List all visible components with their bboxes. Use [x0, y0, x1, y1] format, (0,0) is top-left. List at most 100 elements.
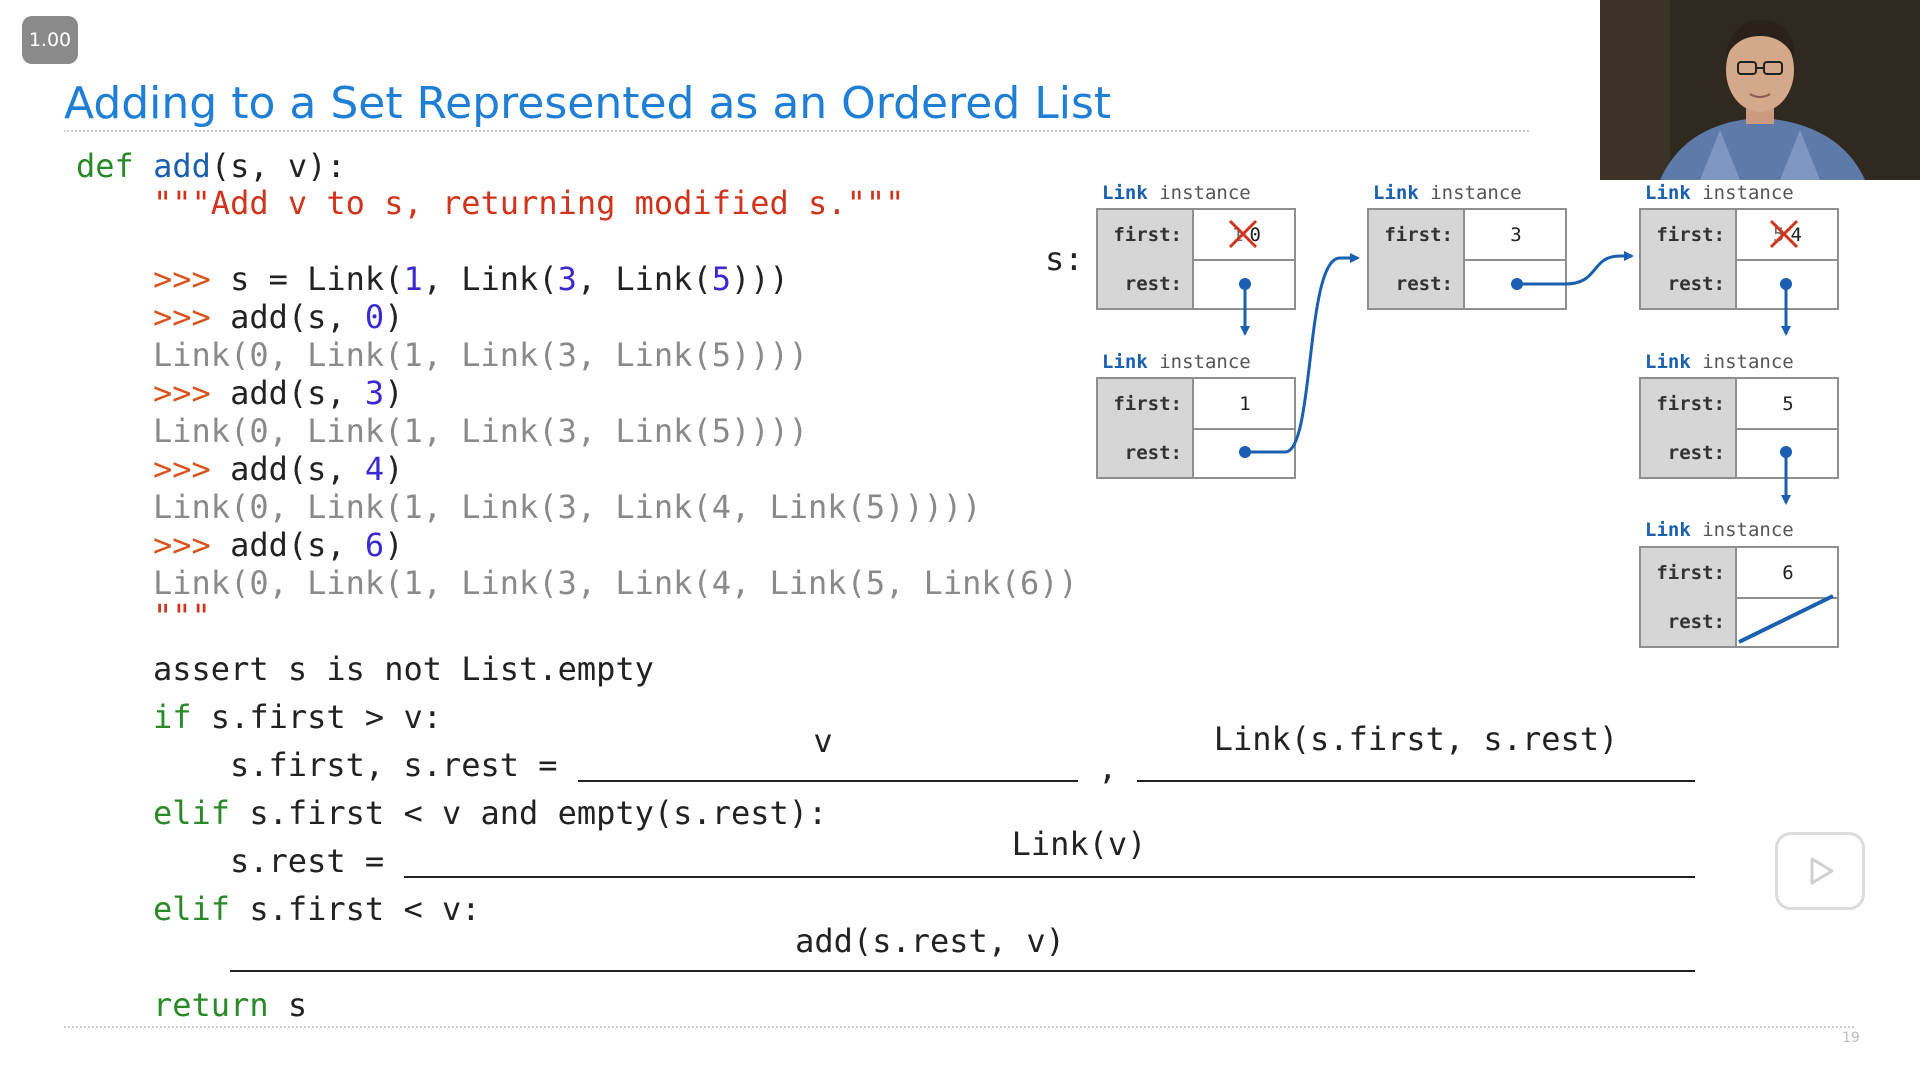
caption-word: instance: [1430, 182, 1522, 204]
rest-label: rest:: [1641, 259, 1737, 308]
answer-3: Link(v): [1011, 825, 1147, 863]
keyword-elif: elif: [153, 794, 231, 832]
rest-label: rest:: [1369, 259, 1465, 308]
first-label: first:: [1641, 379, 1737, 428]
first-label: first:: [1641, 548, 1737, 597]
keyword-elif: elif: [153, 890, 231, 928]
doctest-line-2: >>> add(s, 0): [153, 301, 403, 333]
variable-s-label: s:: [1045, 240, 1084, 278]
code-line-def: def add(s, v):: [76, 150, 346, 182]
first-label: first:: [1369, 210, 1465, 259]
caption-word: instance: [1159, 182, 1251, 204]
caption-class: Link: [1645, 351, 1691, 373]
caption-word: instance: [1159, 351, 1251, 373]
link-caption-0: Link instance: [1102, 182, 1251, 204]
caption-word: instance: [1702, 182, 1794, 204]
code-if: if s.first > v:: [153, 701, 442, 733]
code-docstring: """Add v to s, returning modified s.""": [153, 184, 905, 222]
doctest-output-3: Link(0, Link(1, Link(3, Link(5)))): [153, 412, 809, 450]
old-value: 5: [1773, 223, 1785, 246]
code-assign-1: s.first, s.rest =: [230, 746, 558, 784]
playback-speed-badge[interactable]: 1.00: [22, 16, 78, 64]
code-text: s = Link(: [210, 260, 404, 298]
caption-class: Link: [1645, 182, 1691, 204]
first-value: 1: [1239, 392, 1251, 415]
doctest-line-5: >>> add(s, 6): [153, 529, 403, 561]
link-caption-4: Link instance: [1645, 351, 1794, 373]
code-text: ): [384, 298, 404, 336]
caption-class: Link: [1645, 519, 1691, 541]
first-label: first:: [1641, 210, 1737, 259]
code-number: 5: [711, 260, 731, 298]
slide-page-number: 19: [1842, 1030, 1860, 1046]
keyword-return: return: [153, 986, 269, 1024]
answer-4: add(s.rest, v): [795, 922, 1065, 960]
doctest-output-5: Link(0, Link(1, Link(3, Link(4, Link(5, …: [153, 564, 1078, 602]
answer-2: Link(s.first, s.rest): [1213, 720, 1619, 758]
caption-class: Link: [1102, 182, 1148, 204]
blank-2: [1137, 780, 1695, 782]
doctest-output-4: Link(0, Link(1, Link(3, Link(4, Link(5))…: [153, 488, 982, 526]
doctest-output-2: Link(0, Link(1, Link(3, Link(5)))): [153, 336, 809, 374]
doctest-line-3: >>> add(s, 3): [153, 377, 403, 409]
code-assign-2: s.rest =: [230, 842, 385, 880]
old-value: 1: [1232, 223, 1244, 246]
caption-class: Link: [1373, 182, 1419, 204]
code-number: 3: [557, 260, 577, 298]
keyword-def: def: [76, 147, 134, 185]
first-value: 5: [1782, 392, 1794, 415]
code-number: 3: [364, 374, 385, 412]
code-elif-2: elif s.first < v:: [153, 893, 481, 925]
code-text: ): [384, 526, 404, 564]
doctest-line-4: >>> add(s, 4): [153, 453, 403, 485]
rest-label: rest:: [1098, 428, 1194, 477]
code-number: 6: [364, 526, 385, 564]
function-params: (s, v):: [210, 147, 346, 185]
blank-3: [404, 876, 1695, 878]
code-text: add(s,: [210, 298, 365, 336]
play-button[interactable]: [1775, 832, 1865, 910]
first-value: 3: [1510, 223, 1522, 246]
doctest-prompt: >>>: [153, 260, 211, 298]
docstring-end: """: [153, 597, 211, 635]
code-text: s: [268, 986, 308, 1024]
code-number: 0: [364, 298, 385, 336]
link-caption-1: Link instance: [1102, 351, 1251, 373]
code-text: , Link(: [576, 260, 712, 298]
link-caption-5: Link instance: [1645, 519, 1794, 541]
code-text: ): [384, 374, 404, 412]
code-text: s.first < v and empty(s.rest):: [230, 794, 828, 832]
code-text: s.first > v:: [191, 698, 442, 736]
presenter-webcam: [1600, 0, 1920, 180]
code-elif-1: elif s.first < v and empty(s.rest):: [153, 797, 827, 829]
new-value: 4: [1790, 223, 1802, 246]
rest-label: rest:: [1641, 597, 1737, 646]
code-text: , Link(: [422, 260, 558, 298]
slide-title: Adding to a Set Represented as an Ordere…: [64, 78, 1112, 129]
first-label: first:: [1098, 210, 1194, 259]
code-comma: ,: [1098, 749, 1118, 787]
code-text: ))): [730, 260, 789, 298]
code-text: add(s,: [210, 526, 365, 564]
play-icon: [1810, 857, 1834, 885]
code-text: add(s,: [210, 374, 365, 412]
keyword-if: if: [153, 698, 192, 736]
code-assert: assert s is not List.empty: [153, 650, 654, 688]
caption-word: instance: [1702, 519, 1794, 541]
code-text: add(s,: [210, 450, 365, 488]
caption-class: Link: [1102, 351, 1148, 373]
doctest-prompt: >>>: [153, 374, 211, 412]
code-return: return s: [153, 989, 307, 1021]
code-number: 4: [364, 450, 385, 488]
code-text: ): [384, 450, 404, 488]
rest-label: rest:: [1641, 428, 1737, 477]
link-caption-3: Link instance: [1645, 182, 1794, 204]
link-box-2: first: 3 rest:: [1367, 208, 1567, 310]
link-box-5: first:6 rest:: [1639, 546, 1839, 648]
blank-1: [578, 780, 1078, 782]
caption-word: instance: [1702, 351, 1794, 373]
doctest-prompt: >>>: [153, 298, 211, 336]
